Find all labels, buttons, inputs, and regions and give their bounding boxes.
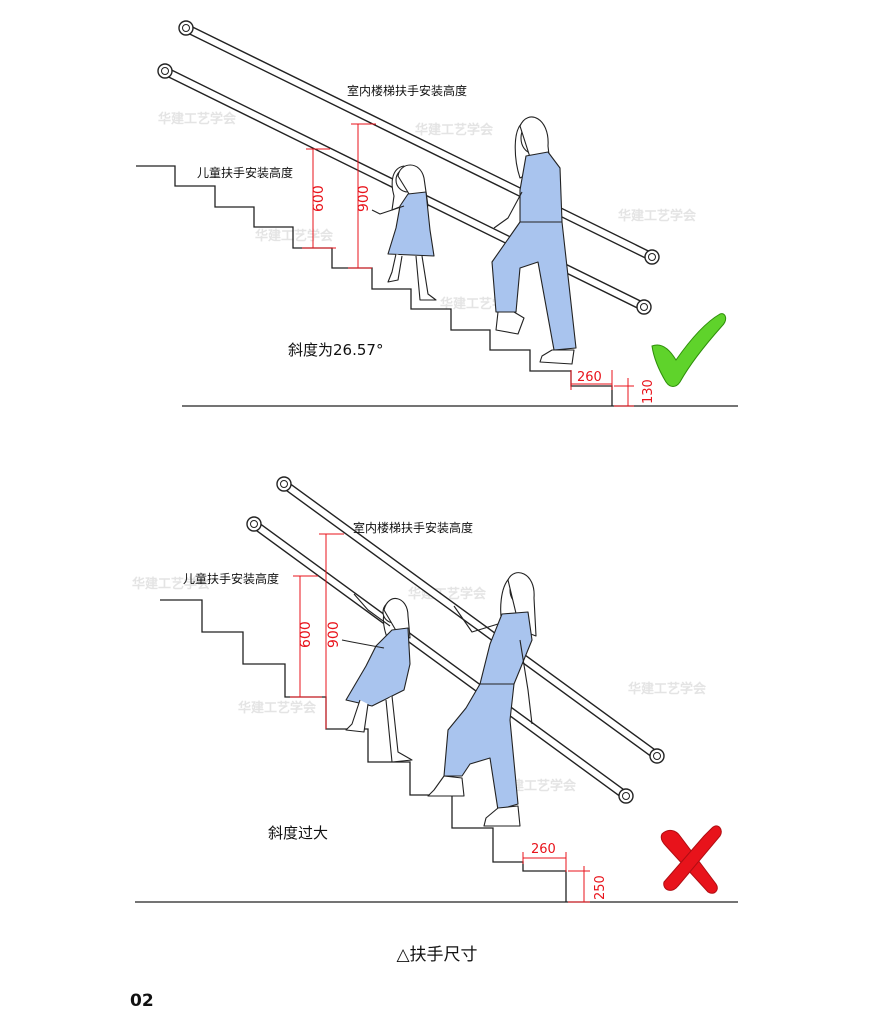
cross-mark-icon: [660, 825, 722, 894]
adult-handrail: [178, 20, 660, 265]
child-figure: [341, 593, 413, 763]
tread-riser-dimensions: [570, 370, 634, 407]
check-mark-icon: [651, 313, 727, 387]
watermark: 华建工艺学会: [255, 228, 334, 244]
stair-profile: [136, 165, 613, 406]
watermark: 华建工艺学会: [618, 208, 697, 224]
page-number: 02: [130, 991, 154, 1011]
bottom-panel: 华建工艺学会 华建工艺学会 华建工艺学会 华建工艺学会 华建工艺学会 室内楼梯扶…: [132, 476, 738, 903]
watermark: 华建工艺学会: [238, 700, 317, 716]
watermark: 华建工艺学会: [628, 681, 707, 697]
watermark: 华建工艺学会: [415, 122, 494, 138]
dimension-tread: 260: [531, 842, 556, 857]
child-handrail: [246, 516, 634, 804]
dimension-600: 600: [298, 621, 314, 648]
top-panel: 华建工艺学会 华建工艺学会 华建工艺学会 华建工艺学会 华建工艺学会 室内楼梯扶…: [136, 20, 738, 407]
slope-text: 斜度过大: [268, 824, 328, 842]
vertical-dimensions: [302, 123, 376, 269]
watermark: 华建工艺学会: [132, 576, 211, 592]
slope-text: 斜度为26.57°: [288, 341, 383, 359]
dimension-900: 900: [356, 185, 372, 212]
dimension-riser: 250: [593, 875, 608, 900]
dimension-900: 900: [326, 621, 342, 648]
handrail-height-label: 室内楼梯扶手安装高度: [347, 83, 467, 98]
handrail-height-label: 室内楼梯扶手安装高度: [353, 520, 473, 535]
dimension-riser: 130: [641, 379, 656, 404]
tread-riser-dimensions: [522, 852, 590, 903]
watermark: 华建工艺学会: [498, 778, 577, 794]
adult-figure: [491, 116, 577, 365]
figure-caption: △扶手尺寸: [396, 945, 477, 965]
dimension-600: 600: [311, 185, 327, 212]
child-handrail-height-label: 儿童扶手安装高度: [197, 165, 293, 180]
vertical-dimensions: [290, 533, 344, 729]
watermark: 华建工艺学会: [158, 111, 237, 127]
child-handrail-height-label: 儿童扶手安装高度: [183, 571, 279, 586]
child-figure: [371, 164, 437, 301]
adult-figure: [427, 572, 537, 827]
adult-handrail: [276, 476, 665, 764]
dimension-tread: 260: [577, 370, 602, 385]
stair-profile: [160, 599, 567, 902]
